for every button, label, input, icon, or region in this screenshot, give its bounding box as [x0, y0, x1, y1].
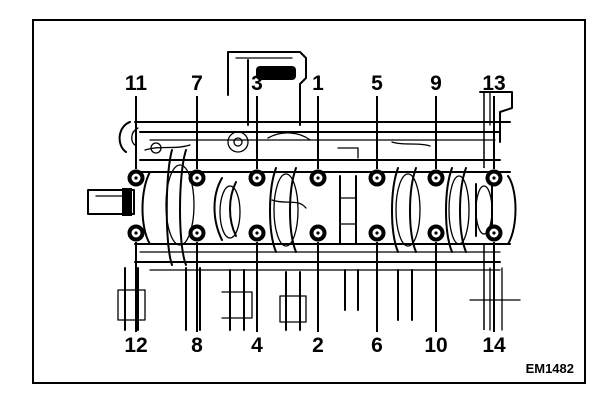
bolt-label-bottom: 8 [191, 334, 203, 357]
bolt-head-bottom [427, 224, 445, 242]
bolt-label-bottom: 4 [251, 334, 263, 357]
bolt-label-bottom: 2 [312, 334, 324, 357]
bolt-label-top: 13 [482, 72, 505, 95]
bolt-head-top [427, 169, 445, 187]
bolt-label-bottom: 10 [424, 334, 447, 357]
bolt-label-top: 11 [125, 72, 148, 95]
bolt-label-top: 7 [191, 72, 203, 95]
bolt-head-bottom [127, 224, 145, 242]
diagram-frame [32, 19, 586, 384]
bolt-head-top [309, 169, 327, 187]
bolt-head-top [127, 169, 145, 187]
bolt-head-top [485, 169, 503, 187]
bolt-head-bottom [188, 224, 206, 242]
bolt-head-top [188, 169, 206, 187]
bolt-label-top: 3 [251, 72, 263, 95]
bolt-pair-5-6: 56 [368, 72, 386, 357]
bolt-pair-1-2: 12 [309, 72, 327, 357]
bolt-label-bottom: 12 [124, 334, 147, 357]
bolt-head-top [368, 169, 386, 187]
bolt-pair-7-8: 78 [188, 72, 206, 357]
figure-code: EM1482 [526, 361, 574, 376]
bolt-head-bottom [485, 224, 503, 242]
bolt-label-top: 9 [430, 72, 442, 95]
bolt-pair-11-12: 11 12 [124, 72, 147, 357]
bolt-label-top: 1 [312, 72, 324, 95]
bolt-label-bottom: 14 [482, 334, 506, 357]
bolt-head-bottom [248, 224, 266, 242]
bolt-pair-3-4: 34 [248, 72, 266, 357]
bolt-label-bottom: 6 [371, 334, 383, 357]
bolt-label-top: 5 [371, 72, 383, 95]
bolt-head-bottom [309, 224, 327, 242]
bolt-pair-13-14: 13 14 [482, 72, 506, 357]
bolt-head-top [248, 169, 266, 187]
bolt-head-bottom [368, 224, 386, 242]
engine-block-illustration [87, 51, 521, 331]
bolt-pair-9-10: 9 10 [424, 72, 447, 357]
